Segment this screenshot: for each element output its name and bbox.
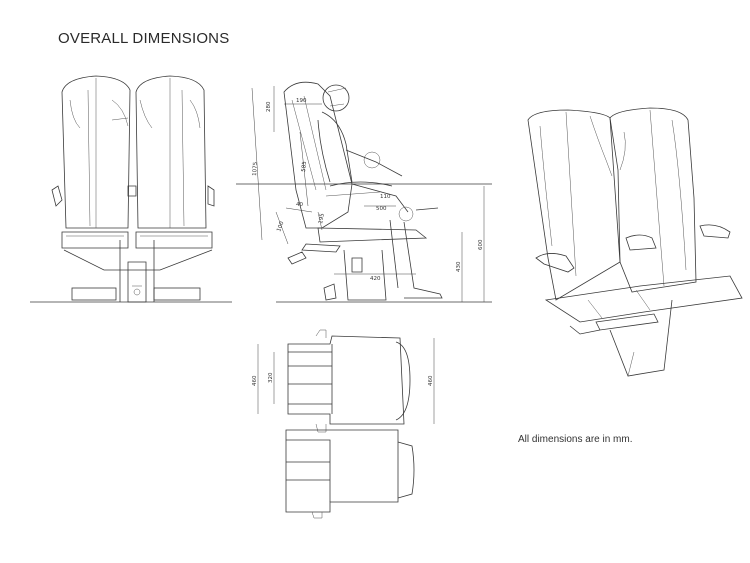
dim-430: 430 [456, 261, 462, 272]
plan-view: 460 320 460 [252, 329, 435, 519]
dim-500: 500 [376, 206, 387, 212]
dim-110: 110 [380, 194, 391, 200]
dim-plan-460b: 460 [428, 375, 434, 386]
dim-280: 280 [266, 101, 272, 112]
dim-600: 600 [478, 239, 484, 250]
page-title: OVERALL DIMENSIONS [58, 30, 230, 47]
dim-585: 585 [301, 161, 308, 173]
units-note: All dimensions are in mm. [518, 434, 633, 445]
dim-40: 40 [296, 202, 303, 208]
dim-420: 420 [370, 276, 381, 282]
perspective-view [527, 107, 743, 377]
front-view [30, 75, 232, 303]
dim-190: 190 [296, 98, 307, 104]
side-view: 190 280 1075 585 40 100 195 420 430 600 … [236, 81, 492, 303]
dim-plan-320: 320 [268, 372, 274, 383]
dim-1075: 1075 [252, 161, 259, 176]
dim-195: 195 [318, 212, 326, 224]
dim-plan-460: 460 [252, 375, 258, 386]
dim-100: 100 [276, 220, 285, 232]
